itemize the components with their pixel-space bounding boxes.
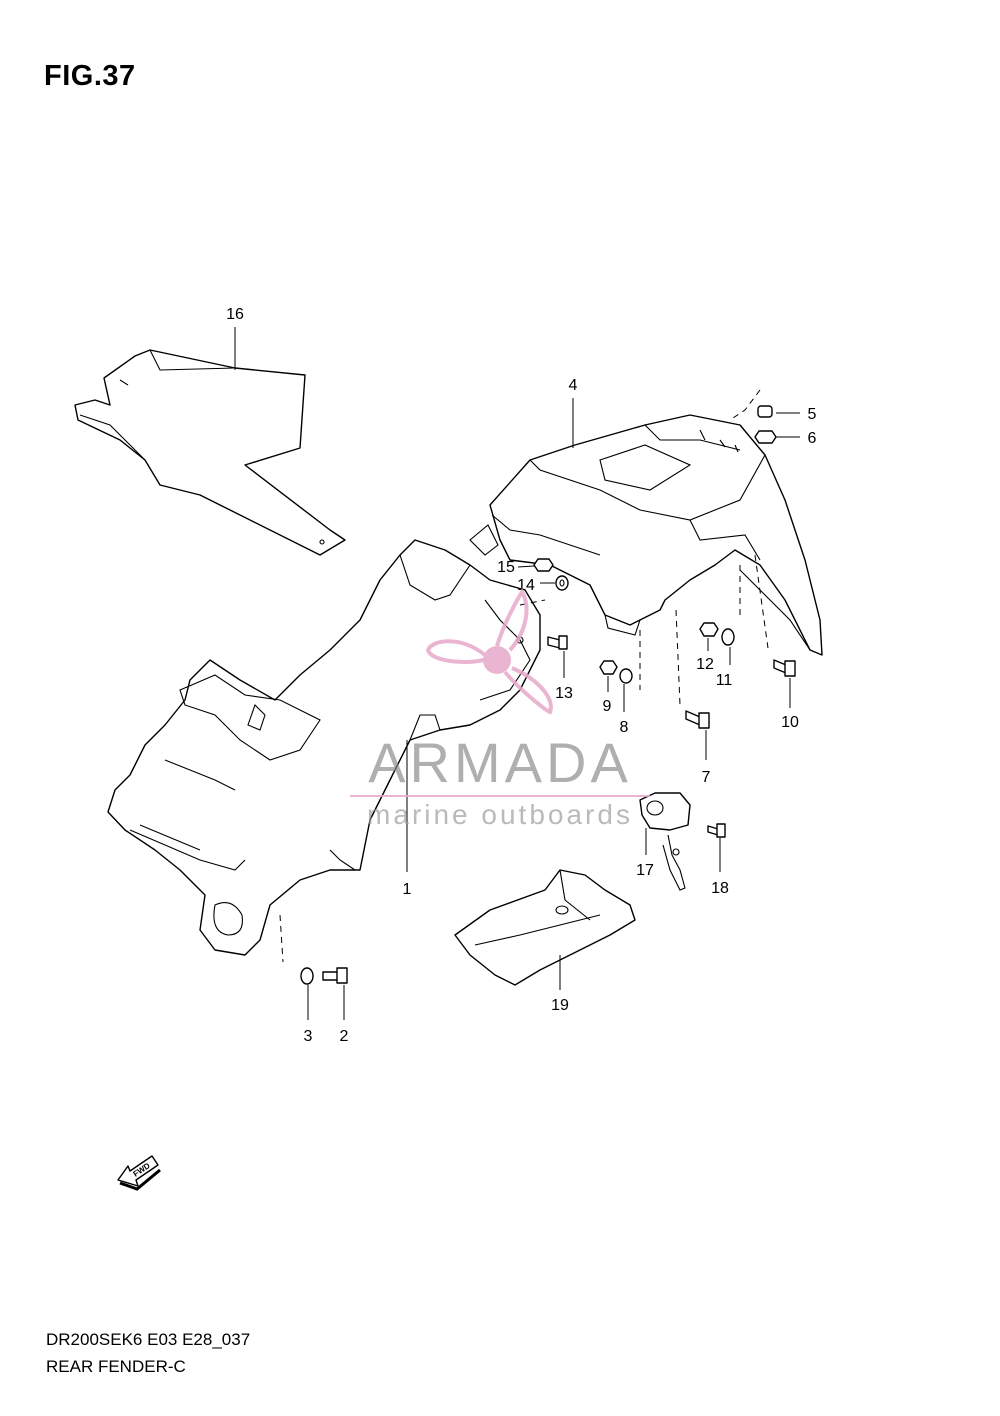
part-17-seat-lock[interactable]	[639, 792, 691, 891]
callout-2: 2	[340, 1028, 349, 1045]
callout-1: 1	[403, 881, 412, 898]
part-6-nut[interactable]	[754, 430, 777, 444]
part-15-nut[interactable]	[533, 558, 554, 572]
assembly-guides	[279, 389, 769, 963]
watermark-logo: ARMADA marine outboards	[350, 588, 650, 830]
figure-title: FIG.37	[44, 60, 136, 92]
part-13-bolt[interactable]	[547, 635, 568, 650]
callout-numbers: 16 4 5 6 15 14 13 9 8 12 11 10 7 1 17 18…	[226, 306, 816, 1045]
callout-14: 14	[517, 577, 535, 594]
leader-lines	[234, 327, 800, 1020]
callout-10: 10	[781, 714, 799, 731]
part-8-washer[interactable]	[619, 668, 633, 684]
propeller-logo-icon	[425, 588, 553, 715]
callout-16: 16	[226, 306, 244, 323]
part-18-screw[interactable]	[707, 823, 726, 838]
callout-8: 8	[620, 719, 629, 736]
callout-19: 19	[551, 997, 569, 1014]
callout-18: 18	[711, 880, 729, 897]
callout-6: 6	[808, 430, 817, 447]
part-3-washer[interactable]	[300, 967, 314, 985]
callout-11: 11	[716, 672, 733, 689]
part-7-bolt[interactable]	[685, 710, 710, 729]
part-19-tool-bag[interactable]	[454, 869, 636, 986]
callout-12: 12	[696, 656, 714, 673]
part-11-washer[interactable]	[721, 628, 735, 646]
part-10-bolt[interactable]	[773, 659, 796, 677]
fwd-arrow-icon: FWD	[117, 1155, 161, 1191]
part-16-shield[interactable]	[74, 349, 346, 556]
callout-3: 3	[304, 1028, 313, 1045]
watermark-tagline: marine outboards	[367, 799, 633, 830]
part-4-rear-fender[interactable]	[469, 414, 823, 656]
callout-15: 15	[497, 559, 515, 576]
callout-9: 9	[603, 698, 612, 715]
watermark-brand: ARMADA	[368, 731, 632, 794]
callout-17: 17	[636, 862, 654, 879]
callout-7: 7	[702, 769, 711, 786]
part-5-cushion[interactable]	[757, 405, 773, 418]
part-9-nut[interactable]	[599, 660, 618, 675]
model-code: DR200SEK6 E03 E28_037	[46, 1330, 251, 1349]
part-2-bolt[interactable]	[322, 967, 348, 984]
part-12-nut[interactable]	[699, 622, 719, 637]
section-name: REAR FENDER-C	[46, 1357, 186, 1376]
callout-5: 5	[808, 406, 817, 423]
part-14-washer[interactable]	[555, 575, 569, 591]
callout-13: 13	[555, 685, 573, 702]
callout-4: 4	[569, 377, 578, 394]
